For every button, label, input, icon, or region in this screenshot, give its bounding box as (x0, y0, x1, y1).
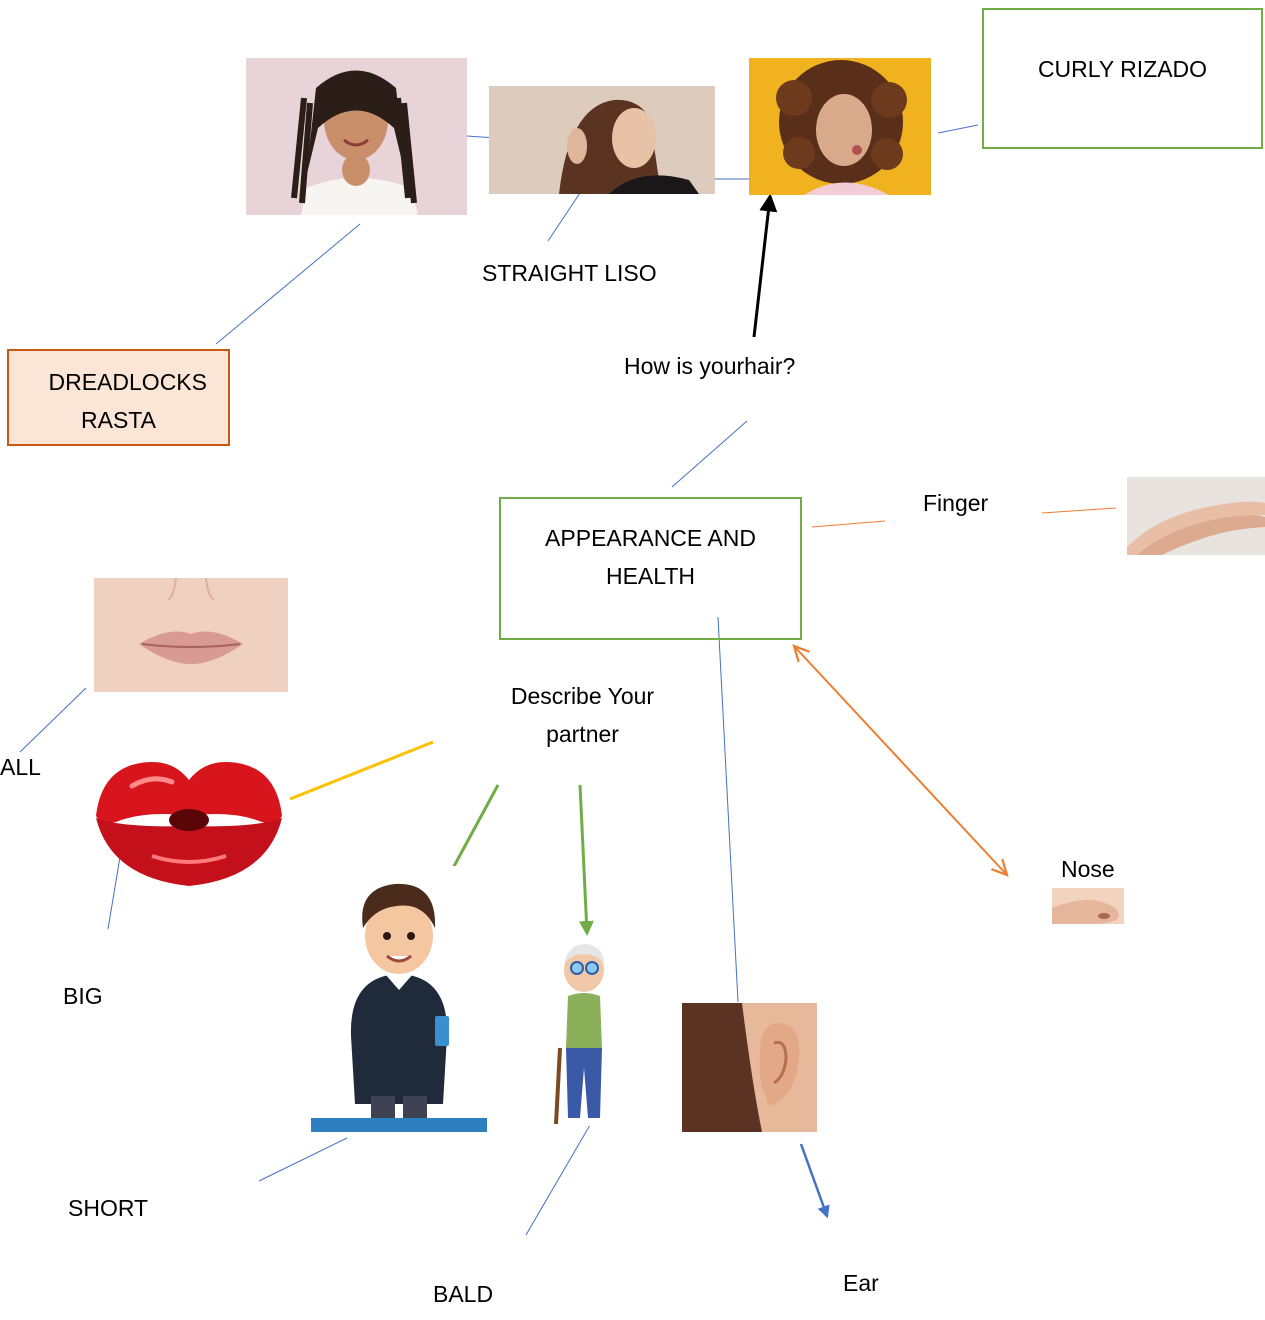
arrow-partner-old (578, 784, 594, 936)
hand-fingers-photo (1127, 477, 1265, 555)
dreadlocks-label-box: DREADLOCKS RASTA (7, 349, 230, 446)
big-label: BIG (63, 983, 103, 1009)
line-biglips-big (107, 856, 121, 930)
nose-photo (1052, 888, 1124, 924)
partner-prompt: Describe Your partner (480, 677, 685, 753)
line-old-bald (525, 1124, 591, 1236)
small-label-fragment: ALL (0, 754, 41, 780)
lips-photo (94, 578, 288, 692)
line-central-question (671, 420, 748, 488)
line-straight-label (547, 189, 583, 242)
hair-question: How is yourhair? (624, 353, 796, 379)
ear-photo (682, 1003, 817, 1132)
young-man-cartoon (311, 866, 487, 1132)
line-young-short (258, 1137, 348, 1182)
straight-label: STRAIGHT LISO (482, 260, 657, 286)
nose-label: Nose (1061, 856, 1115, 882)
line-finger-photo (1041, 507, 1117, 514)
line-curly-box (937, 124, 979, 134)
partner-prompt-text: Describe Your partner (510, 683, 655, 747)
ear-label: Ear (843, 1270, 879, 1296)
line-dreads-box (215, 223, 361, 345)
central-topic-title: APPEARANCE AND HEALTH (545, 525, 756, 589)
curly-label: CURLY RIZADO (1037, 56, 1208, 82)
curly-label-box: CURLY RIZADO (982, 8, 1263, 149)
arrow-central-nose (794, 646, 1007, 875)
old-man-cartoon (546, 938, 616, 1126)
bald-label: BALD (433, 1281, 494, 1307)
dreadlocks-photo (246, 58, 467, 215)
curly-hair-photo (749, 58, 931, 195)
line-central-finger (811, 520, 886, 528)
straight-hair-photo (489, 86, 715, 194)
central-topic-box: APPEARANCE AND HEALTH (499, 497, 802, 640)
line-lips-all (19, 687, 87, 753)
arrow-ear-label (799, 1143, 830, 1219)
red-lips-illustration (92, 756, 286, 890)
line-partner-biglips (289, 740, 434, 801)
finger-label: Finger (923, 490, 989, 516)
arrow-question-to-curly (752, 193, 778, 338)
arrow-partner-young (444, 784, 500, 884)
short-label: SHORT (68, 1195, 149, 1221)
line-central-ear (717, 616, 739, 1003)
dreadlocks-label: DREADLOCKS RASTA (48, 369, 207, 433)
